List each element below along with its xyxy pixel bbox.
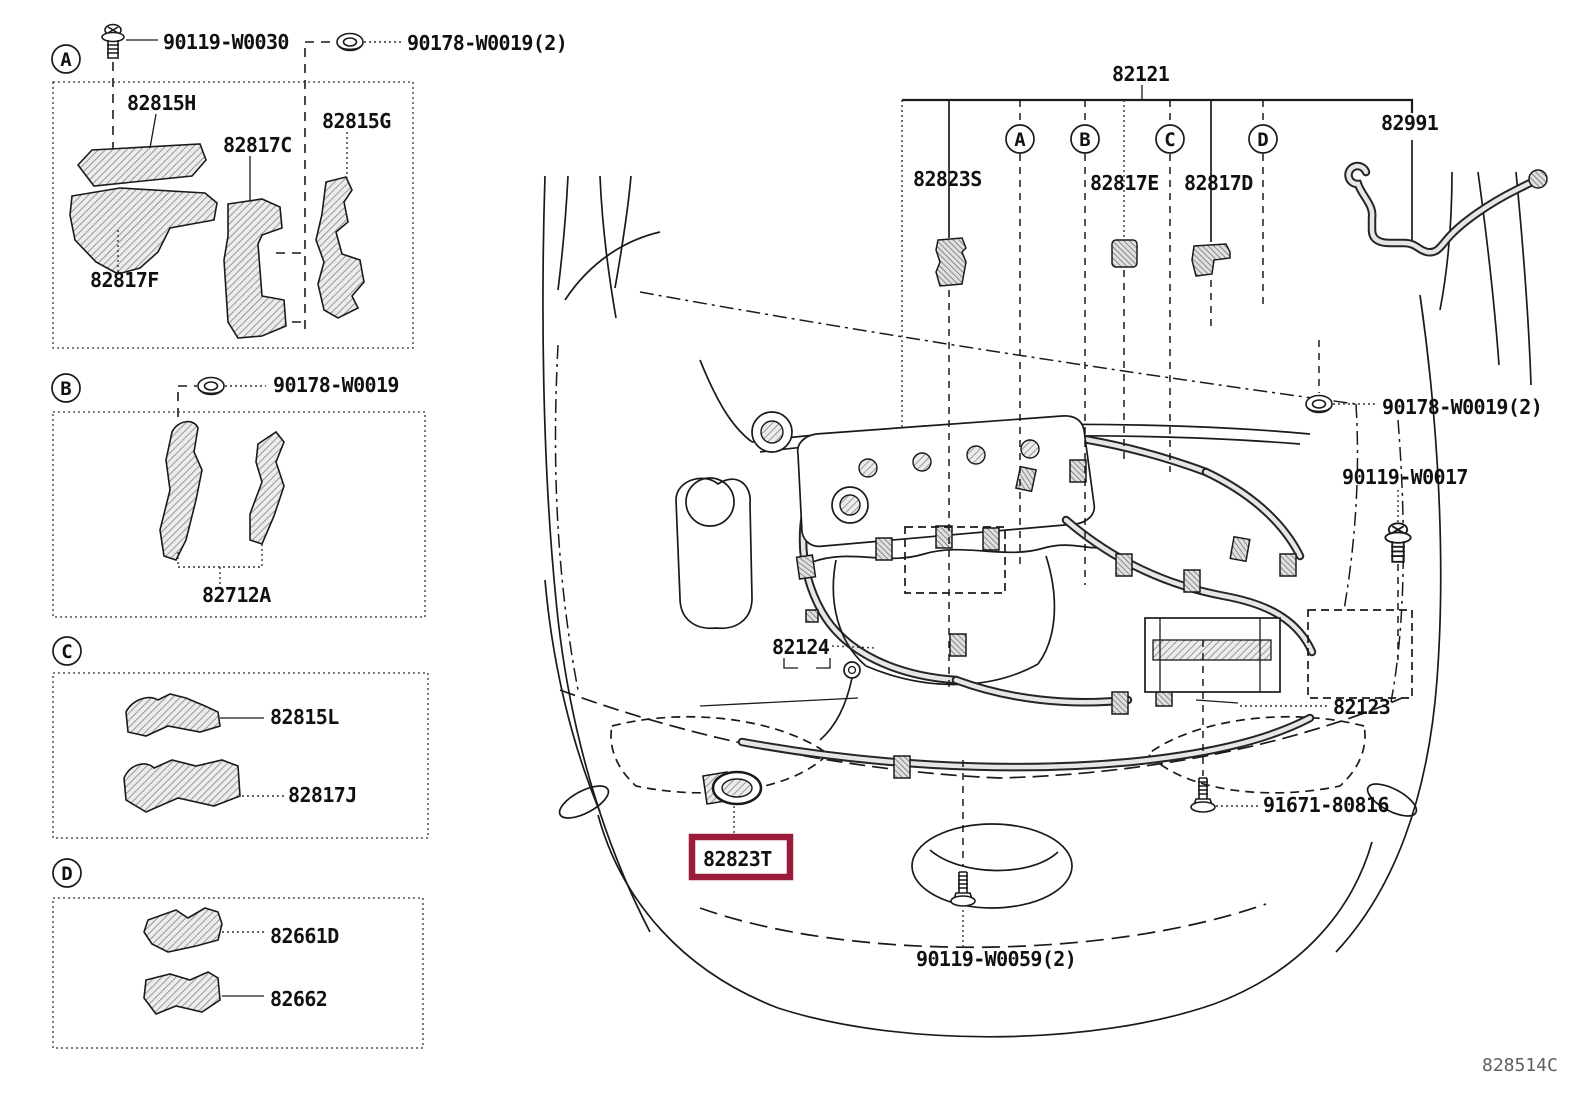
grommet-nut-icon [1305, 394, 1333, 414]
part-shape-82661d [143, 907, 223, 953]
bracket-line [902, 98, 1414, 113]
section-d-badge [52, 858, 82, 888]
leader [1195, 699, 1239, 704]
section-a-letter: A [60, 49, 72, 71]
part-shape-82817f [69, 187, 218, 275]
part-shape-82817c [223, 198, 287, 339]
valve-cover [796, 415, 1096, 548]
part-label-82124: 82124 [772, 635, 830, 659]
grommet-nut-icon [336, 32, 364, 52]
callout-a-badge [1005, 124, 1035, 154]
part-label-82823t: 82823T [703, 847, 772, 871]
headlamp-right [1146, 715, 1366, 794]
fog-lamp-left [558, 785, 610, 819]
inset-d-box [52, 897, 424, 1049]
callout-d-badge [1248, 124, 1278, 154]
part-shape-82817e [1111, 239, 1138, 268]
part-label-82815g: 82815G [322, 109, 391, 133]
part-label-82662: 82662 [270, 987, 327, 1011]
fog-lamp-right [1366, 783, 1418, 817]
inset-b: B 90178-W0019 82712A [51, 373, 426, 618]
bracket [177, 544, 263, 584]
fastener-label-90119-w0059-2: 90119-W0059(2) [916, 947, 1076, 971]
fastener-label-90119-w0017: 90119-W0017 [1342, 465, 1468, 489]
section-d-letter: D [61, 863, 72, 885]
fastener-label-90178-w0019-2: 90178-W0019(2) [407, 31, 567, 55]
fastener-label-90119-w0030: 90119-W0030 [163, 30, 289, 54]
part-shape-82815g [315, 176, 365, 319]
bolt-icon [950, 871, 976, 907]
inset-a: A 90119-W0030 90178-W0019(2) 82815H 8281… [51, 23, 568, 349]
connector-ring-82124 [843, 661, 861, 679]
part-shape-82815h [76, 143, 207, 187]
leader [149, 113, 157, 149]
grommet-nut-icon [197, 376, 225, 396]
callout-b-letter: B [1079, 129, 1090, 151]
part-shape-82712a-left [159, 420, 203, 561]
callout-c-badge [1155, 124, 1185, 154]
highlight-box [688, 833, 794, 881]
detail-dash-box [1307, 609, 1413, 699]
engine-harness [675, 411, 1413, 779]
section-b-badge [51, 373, 81, 403]
part-label-82817f: 82817F [90, 268, 159, 292]
part-shape-82662 [143, 971, 221, 1015]
part-shape-82815l [125, 693, 221, 737]
part-shape-82712a-right [249, 430, 285, 545]
inset-a-box [52, 81, 414, 349]
section-b-letter: B [60, 378, 71, 400]
inset-c: C 82815L 82817J [52, 636, 429, 839]
callout-a-letter: A [1014, 129, 1026, 151]
wire-82991: 82991 [1344, 111, 1548, 257]
mid-callouts: 82124 82123 91671-80816 [699, 635, 1391, 817]
section-c-letter: C [61, 641, 72, 663]
assembly-label-82121: 82121 [1112, 62, 1170, 86]
highlighted-part-82823t[interactable]: 82823T [688, 770, 794, 881]
bottom-bolt-callout: 90119-W0059(2) [916, 760, 1077, 971]
part-label-82991: 82991 [1381, 111, 1439, 135]
part-label-82815h: 82815H [127, 91, 196, 115]
callout-b-badge [1070, 124, 1100, 154]
part-label-82815l: 82815L [270, 705, 339, 729]
detail-dash-box [904, 526, 1006, 594]
screw-icon [1384, 522, 1412, 563]
part-label-82123: 82123 [1333, 695, 1390, 719]
part-shape-82817j [123, 759, 241, 813]
car-body-outline [542, 171, 1532, 1038]
callout-c-letter: C [1164, 129, 1175, 151]
part-label-82817e: 82817E [1090, 171, 1159, 195]
headlamp-left [610, 715, 830, 794]
leader [699, 697, 859, 707]
diagram-code: 828514C [1482, 1055, 1558, 1076]
section-c-badge [52, 636, 82, 666]
grille-opening [911, 823, 1073, 909]
callout-d-letter: D [1257, 129, 1268, 151]
part-label-82712a: 82712A [202, 583, 271, 607]
screw-icon [101, 23, 125, 59]
part-label-82817c: 82817C [223, 133, 292, 157]
part-label-82817d: 82817D [1184, 171, 1253, 195]
part-label-82661d: 82661D [270, 924, 339, 948]
inset-d: D 82661D 82662 [52, 858, 424, 1049]
fastener-label-90178-w0019: 90178-W0019 [273, 373, 399, 397]
right-callouts: 90178-W0019(2) 90119-W0017 [1305, 340, 1543, 660]
fastener-label-90178-w0019-2-main: 90178-W0019(2) [1382, 395, 1542, 419]
inset-b-box [52, 411, 426, 618]
section-a-badge [51, 44, 81, 74]
bracket [783, 658, 831, 669]
part-shape-82817d [1191, 243, 1231, 277]
part-label-82823s: 82823S [913, 167, 982, 191]
part-label-82817j: 82817J [288, 783, 357, 807]
fastener-label-91671-80816: 91671-80816 [1263, 793, 1389, 817]
inset-c-box [52, 672, 429, 839]
leader [831, 645, 877, 649]
assembly-bracket: 82121 A B C D 82823S 82817E 82817D [901, 62, 1414, 690]
part-shape-82823s [935, 237, 967, 287]
wire-end-connector [1528, 169, 1548, 189]
